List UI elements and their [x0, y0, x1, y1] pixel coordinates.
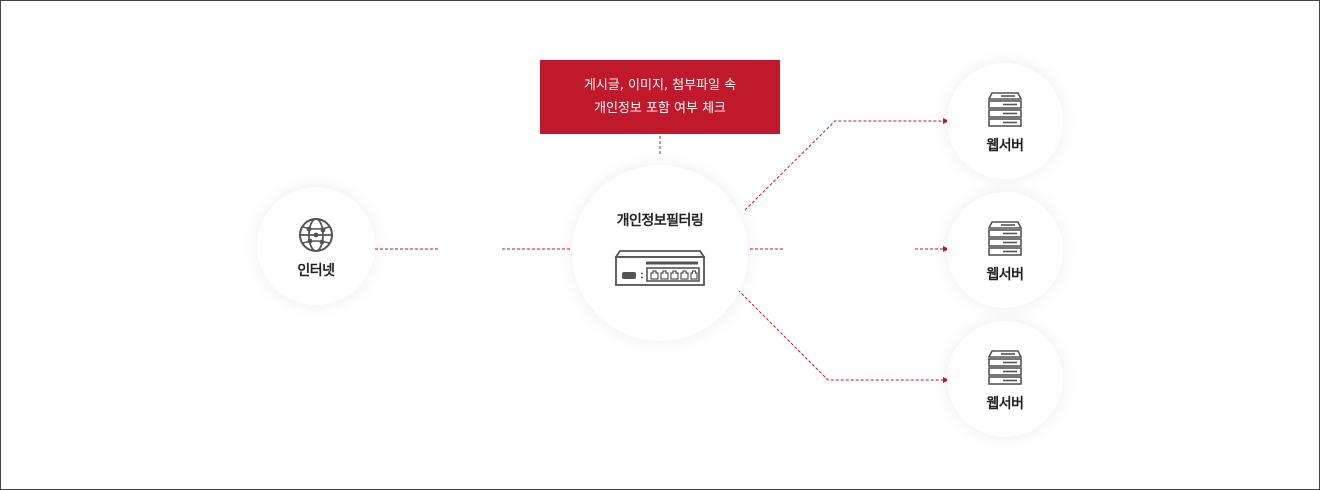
server-node-1: 웹서버 — [947, 63, 1063, 179]
internet-label: 인터넷 — [297, 263, 335, 279]
server-icon — [987, 221, 1023, 256]
server-node-2: 웹서버 — [947, 192, 1063, 308]
network-switch-icon — [614, 250, 706, 286]
internet-node: 인터넷 — [257, 187, 375, 305]
server-node-3: 웹서버 — [947, 321, 1063, 437]
link-filter-server-1 — [744, 118, 949, 211]
link-filter-server-3 — [737, 289, 949, 383]
server-icon — [987, 350, 1023, 385]
callout-line-2: 개인정보 포함 여부 체크 — [594, 101, 726, 116]
server-label-2: 웹서버 — [986, 267, 1024, 283]
server-label-1: 웹서버 — [986, 138, 1024, 154]
filter-label: 개인정보필터링 — [616, 213, 704, 229]
globe-icon — [299, 218, 333, 252]
filter-node: 개인정보필터링 — [572, 165, 748, 341]
server-label-3: 웹서버 — [986, 396, 1024, 412]
callout-line-1: 게시글, 이미지, 첨부파일 속 — [583, 78, 737, 93]
server-icon — [987, 92, 1023, 127]
callout-box: 게시글, 이미지, 첨부파일 속 개인정보 포함 여부 체크 — [540, 60, 780, 134]
